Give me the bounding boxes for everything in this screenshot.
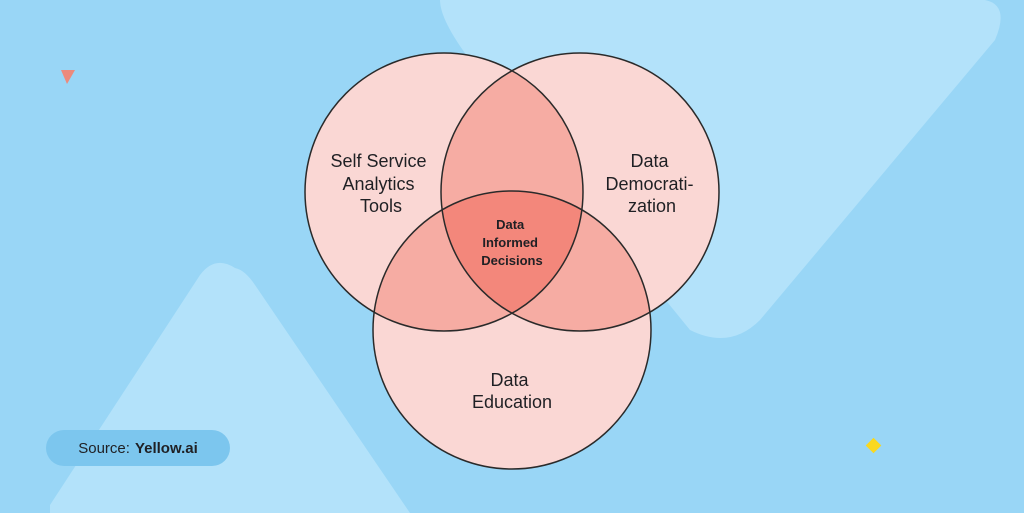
set-outline-democratization <box>440 52 720 332</box>
label-line: Decisions <box>481 253 542 268</box>
set-outline-education <box>372 190 652 470</box>
source-label: Source: <box>78 439 130 457</box>
label-education: Data Education <box>472 370 552 412</box>
label-intersection: Data Informed Decisions <box>481 217 542 268</box>
set-outline-self-service <box>304 52 584 332</box>
source-badge: Source: Yellow.ai <box>46 430 230 466</box>
label-line: Analytics <box>342 174 414 194</box>
label-line: Data <box>496 217 525 232</box>
label-line: Education <box>472 392 552 412</box>
label-line: zation <box>628 196 676 216</box>
source-brand: Yellow.ai <box>134 439 198 457</box>
label-line: Democrati- <box>605 174 693 194</box>
label-line: Self Service <box>330 151 426 171</box>
label-line: Data <box>490 370 529 390</box>
accent-triangle <box>61 70 75 84</box>
label-line: Informed <box>482 235 538 250</box>
label-line: Tools <box>360 196 402 216</box>
label-self-service: Self Service Analytics Tools <box>330 151 431 216</box>
label-democratization: Data Democrati- zation <box>605 151 698 216</box>
label-line: Data <box>630 151 669 171</box>
